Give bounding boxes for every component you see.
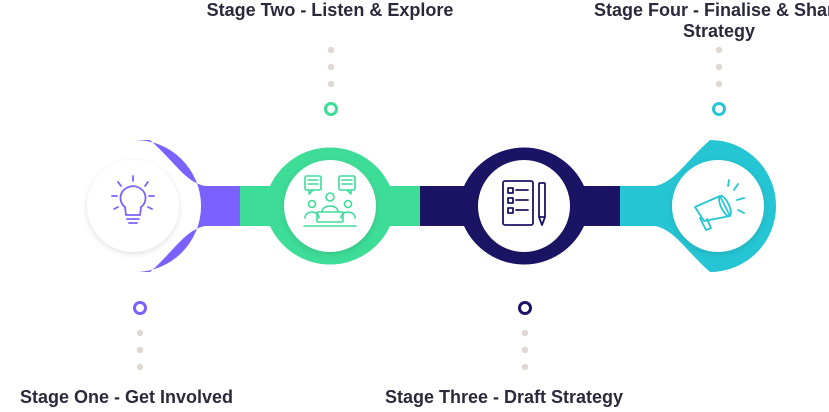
stage-4-node bbox=[620, 139, 777, 272]
stage-2-label: Stage Two - Listen & Explore bbox=[206, 0, 454, 20]
stage-1-connector bbox=[133, 301, 147, 371]
stage-4-dot bbox=[715, 46, 723, 54]
stage-4-connector bbox=[712, 46, 726, 116]
stage-2-dot bbox=[327, 46, 335, 54]
stage-2-connector bbox=[324, 46, 338, 116]
stage-2-ring-marker bbox=[324, 102, 338, 116]
stage-3-dot bbox=[521, 346, 529, 354]
stage-3-label: Stage Three - Draft Strategy bbox=[385, 387, 624, 407]
stage-1-dot bbox=[136, 329, 144, 337]
meeting-discussion-icon bbox=[303, 175, 357, 227]
stage-4-label: Stage Four - Finalise & Share Strategy bbox=[593, 0, 829, 41]
stage-3-connector bbox=[518, 301, 532, 371]
stage-2-dot bbox=[327, 63, 335, 71]
stage-1-inner-circle bbox=[87, 160, 179, 252]
stage-3-dot bbox=[521, 329, 529, 337]
stage-4-dot bbox=[715, 80, 723, 88]
stage-2-node bbox=[240, 147, 420, 265]
stage-1-label: Stage One - Get Involved bbox=[20, 387, 234, 407]
stage-3-ring-marker bbox=[518, 301, 532, 315]
stage-3-dot bbox=[521, 363, 529, 371]
stage-3-node bbox=[420, 147, 620, 265]
megaphone-icon bbox=[694, 179, 745, 231]
stage-1-shape bbox=[135, 139, 240, 272]
checklist-pencil-icon bbox=[502, 180, 546, 226]
stage-1-ring-marker bbox=[133, 301, 147, 315]
stage-4-dot bbox=[715, 63, 723, 71]
stage-4-ring-marker bbox=[712, 102, 726, 116]
lightbulb-icon bbox=[111, 175, 155, 224]
stage-4-inner-circle bbox=[672, 160, 764, 252]
stage-2-dot bbox=[327, 80, 335, 88]
stage-1-dot bbox=[136, 346, 144, 354]
stage-1-dot bbox=[136, 363, 144, 371]
stage-3-inner-circle bbox=[478, 160, 570, 252]
stage-1-node bbox=[87, 139, 240, 272]
